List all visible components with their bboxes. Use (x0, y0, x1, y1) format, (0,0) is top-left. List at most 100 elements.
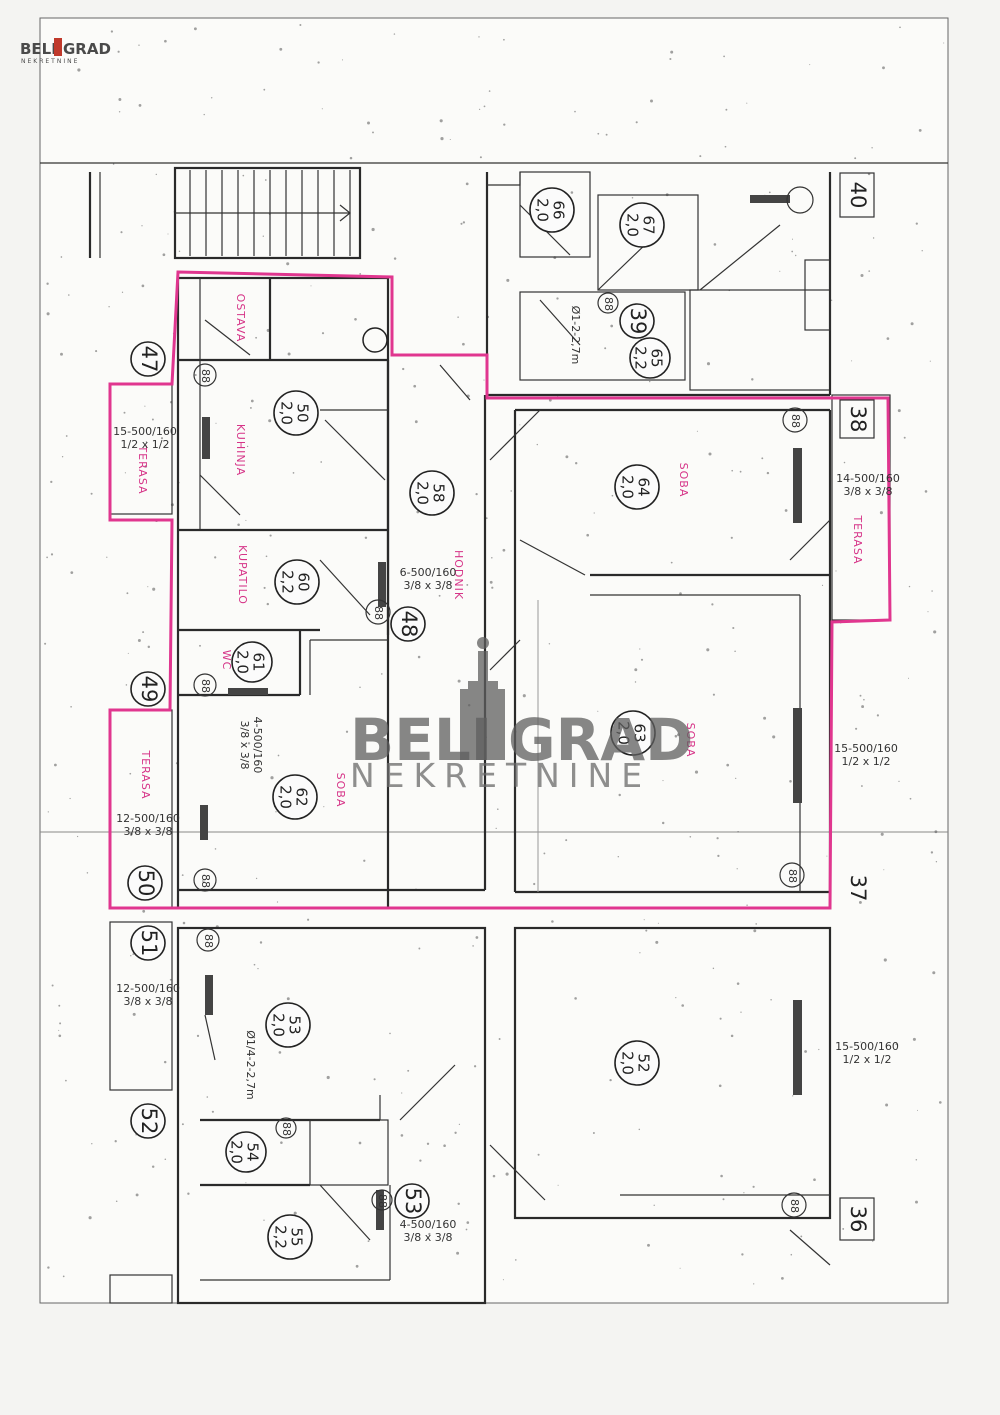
room-tag: 612,0 (231, 641, 273, 683)
room-tag: 582,0 (409, 470, 455, 516)
speck (457, 679, 461, 683)
room-tag: 652,2 (629, 337, 671, 379)
speck (927, 611, 929, 613)
speck (321, 332, 325, 335)
speck (677, 733, 680, 737)
speck (735, 777, 737, 780)
speck (879, 511, 883, 515)
speck (586, 533, 590, 537)
speck (439, 119, 443, 123)
watermark-text-right: GRAD (508, 706, 693, 774)
speck (478, 108, 481, 111)
room-tag: 632,0 (610, 710, 656, 756)
speck (137, 639, 141, 642)
speck (734, 650, 736, 652)
speck (114, 1140, 117, 1143)
speck (287, 352, 291, 356)
svg-text:63: 63 (631, 723, 649, 742)
speck (123, 411, 126, 414)
speck (106, 556, 108, 558)
speck (929, 360, 931, 362)
speck (809, 64, 811, 66)
speck (883, 958, 887, 962)
watermark-figure-icon (460, 637, 505, 760)
speck (669, 57, 672, 61)
speck (681, 1004, 685, 1007)
svg-text:12-500/160: 12-500/160 (116, 812, 180, 825)
speck (696, 430, 698, 432)
speck (121, 291, 124, 293)
svg-text:2,2: 2,2 (632, 346, 650, 370)
speck (371, 227, 375, 232)
room-label: OSTAVA (234, 294, 247, 343)
svg-text:2,0: 2,0 (624, 213, 642, 237)
speck (118, 111, 121, 113)
speck (503, 123, 506, 126)
speck (257, 967, 259, 970)
speck (491, 556, 493, 559)
speck (454, 1131, 457, 1134)
speck (730, 536, 733, 539)
apartment-outline (108, 270, 892, 910)
speck (503, 38, 505, 41)
speck (813, 1178, 816, 1182)
speck (679, 1267, 681, 1269)
speck (245, 519, 247, 521)
speck (574, 997, 577, 1000)
speck (898, 780, 900, 783)
speck (363, 859, 366, 862)
speck (129, 772, 132, 775)
speck (634, 668, 638, 672)
room-label: KUPATILO (236, 545, 249, 605)
speck (842, 1227, 845, 1230)
speck (485, 517, 488, 520)
speck (647, 1243, 650, 1247)
speck (253, 963, 256, 966)
speck (145, 441, 148, 443)
speck (135, 1193, 139, 1197)
speck (61, 456, 64, 458)
svg-text:3/8 x 3/8: 3/8 x 3/8 (124, 825, 173, 838)
logo-text-right: GRAD (63, 40, 111, 58)
room-label: SOBA (684, 723, 697, 758)
speck (438, 594, 441, 597)
axis-marker: 50 (127, 865, 163, 901)
speck (886, 337, 890, 340)
speck (246, 445, 249, 448)
speck (112, 163, 115, 165)
svg-text:2,2: 2,2 (279, 570, 297, 594)
speck (732, 626, 735, 630)
speck (393, 33, 396, 35)
speck (132, 1012, 136, 1016)
speck (708, 452, 712, 456)
speck (265, 555, 268, 558)
speck (60, 352, 63, 356)
svg-text:1/2 x 1/2: 1/2 x 1/2 (121, 438, 170, 451)
speck (725, 108, 728, 111)
svg-text:66: 66 (550, 200, 568, 219)
speck (609, 1078, 612, 1082)
speck (910, 322, 914, 326)
speck (151, 1165, 155, 1168)
speck (126, 592, 129, 595)
pipe-note: Ø1/4-2-2,7m (244, 1030, 257, 1100)
speck (151, 418, 154, 421)
speck (458, 1123, 461, 1126)
speck (147, 586, 149, 588)
svg-text:1/2 x 1/2: 1/2 x 1/2 (842, 755, 891, 768)
speck (465, 1228, 468, 1231)
speck (473, 1065, 477, 1068)
speck (65, 1079, 67, 1082)
axis-markers: 40 39 38 37 36 47 48 49 50 51 52 53 (127, 172, 875, 1241)
room-tag: 642,0 (614, 464, 660, 510)
speck (210, 97, 213, 99)
speck (255, 336, 258, 339)
axis-marker: 38 (839, 399, 875, 439)
axis-marker: 48 (390, 606, 426, 642)
speck (821, 584, 824, 586)
speck (635, 121, 638, 124)
speck (617, 855, 620, 858)
